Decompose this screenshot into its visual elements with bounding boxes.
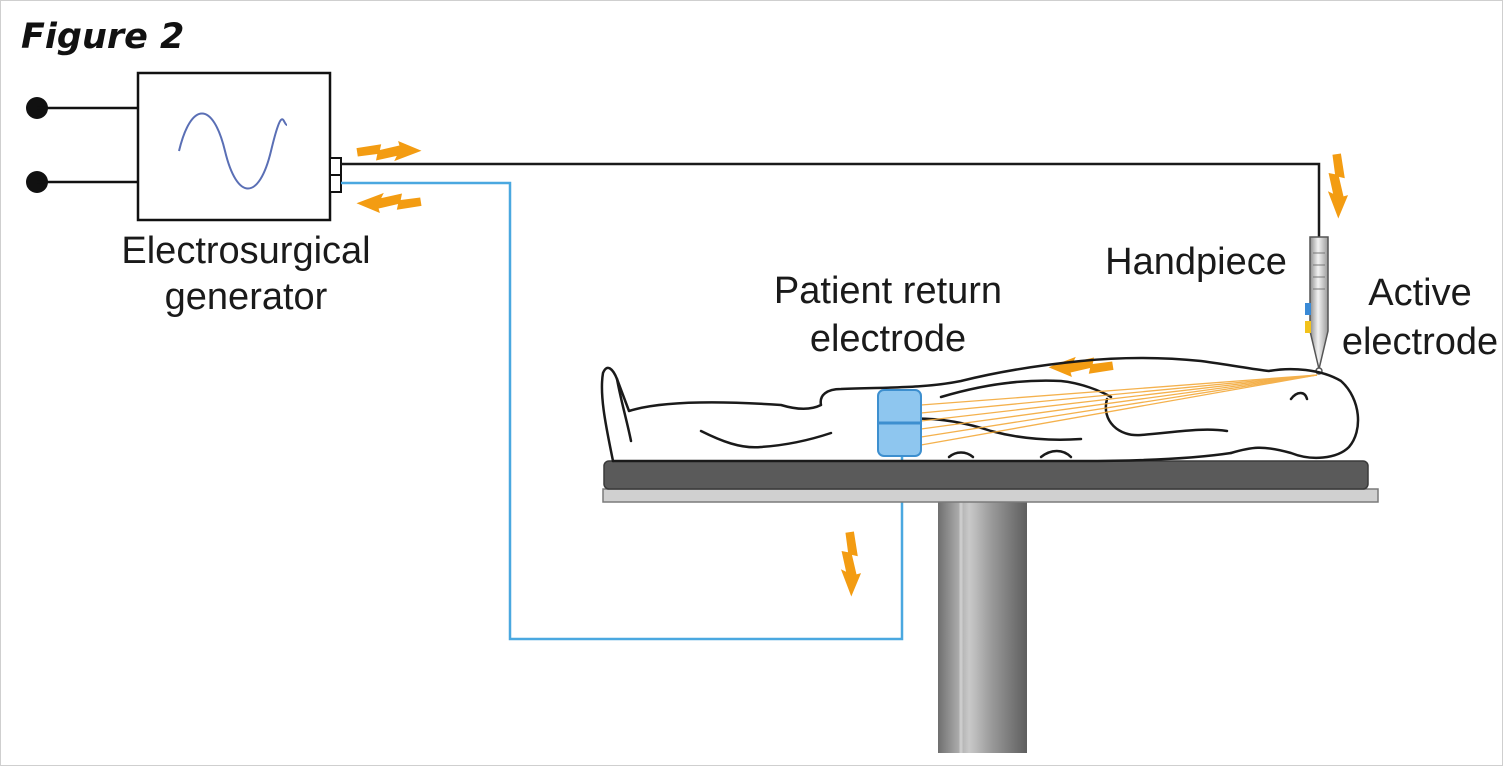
table-support [602, 488, 1379, 503]
return-wire [341, 181, 904, 641]
table-pedestal [938, 501, 1027, 753]
handpiece-button-yellow [1305, 321, 1311, 333]
figure-title: Figure 2 [21, 17, 184, 57]
active-wire [341, 162, 1321, 237]
return-electrode-label-line2: electrode [810, 318, 966, 360]
sine-wave-icon [178, 112, 288, 190]
bolt-down-return-icon [840, 531, 862, 597]
current-dispersion-rays [920, 374, 1318, 446]
generator-label-line2: generator [165, 276, 328, 318]
bolt-down-handpiece-icon [1327, 153, 1349, 219]
output-port-active [329, 157, 342, 176]
patient-return-electrode-pad [877, 389, 922, 457]
power-terminals [26, 97, 138, 193]
current-flow-bolts [356, 140, 1349, 597]
handpiece [1305, 236, 1329, 375]
bolt-out-icon [356, 140, 422, 162]
electrosurgical-generator [136, 71, 342, 222]
handpiece-button-blue [1305, 303, 1311, 315]
active-electrode-label-line2: electrode [1342, 321, 1498, 363]
output-port-return [329, 174, 342, 193]
bolt-in-icon [356, 192, 422, 214]
active-electrode-label-line1: Active [1368, 272, 1471, 314]
handpiece-label: Handpiece [1105, 241, 1287, 283]
generator-label-line1: Electrosurgical [121, 230, 370, 272]
return-electrode-label-line1: Patient return [774, 270, 1002, 312]
patient-body [600, 356, 1360, 463]
table-top [603, 460, 1369, 490]
